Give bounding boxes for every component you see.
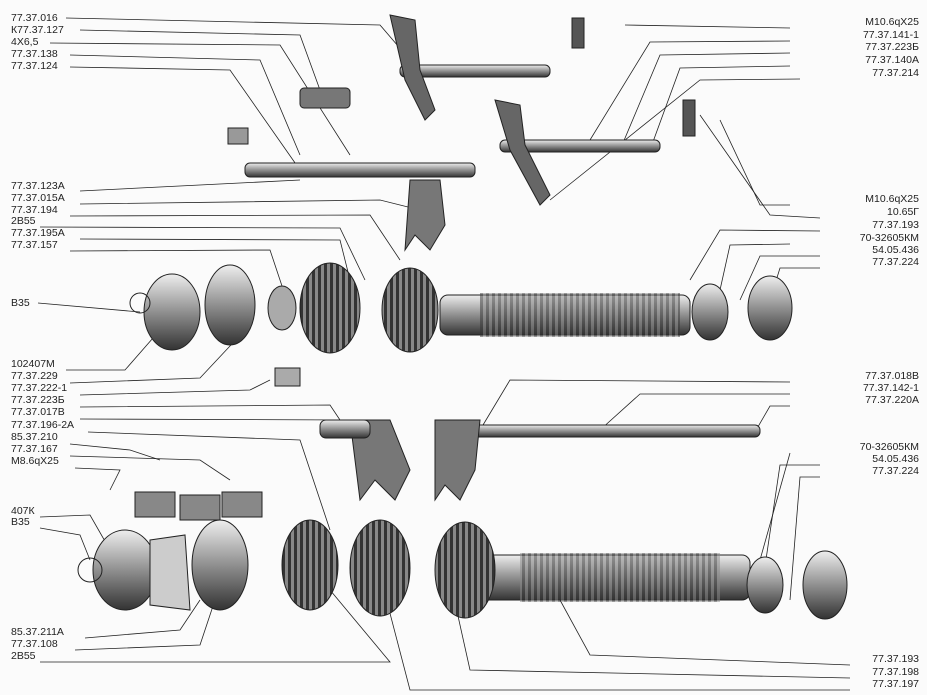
part-label: 407К [11, 505, 35, 517]
part-label: 77.37.142-1 [862, 382, 919, 394]
part-label: 77.37.018В [865, 370, 919, 382]
part-label: 77.37.198 [872, 666, 919, 678]
part-label: 77.37.157 [11, 239, 58, 251]
part-label: 77.37.196-2А [11, 419, 75, 431]
part-label: 85.37.210 [11, 431, 58, 443]
part-label: 2В55 [11, 215, 36, 227]
part-label: 77.37.224 [872, 465, 919, 477]
part-label: 10.65Г [887, 206, 919, 218]
part-label: 77.37.197 [872, 678, 919, 690]
part-label: К77.37.127 [11, 24, 64, 36]
part-label: В35 [11, 297, 30, 309]
lower-shaft-assembly [77, 519, 848, 620]
part-label: 77.37.214 [872, 67, 919, 79]
part-label: 77.37.194 [11, 204, 58, 216]
part-label: 77.37.195А [11, 227, 65, 239]
part-label: 77.37.223Б [11, 394, 65, 406]
part-label: 85.37.211А [11, 626, 64, 638]
part-label: 54.05.436 [872, 244, 919, 256]
part-label: 77.37.138 [11, 48, 58, 60]
shift-rod-lower [134, 367, 761, 521]
part-label: 77.37.016 [11, 12, 58, 24]
part-label: 77.37.108 [11, 638, 58, 650]
part-label: 77.37.123А [11, 180, 65, 192]
part-label: 102407М [11, 358, 55, 370]
part-label: 77.37.193 [872, 219, 919, 231]
part-label: 77.37.220А [865, 394, 919, 406]
part-label: 70-32605КМ [859, 232, 919, 244]
part-label: 77.37.223Б [865, 41, 919, 53]
part-label: 70-32605КМ [859, 441, 919, 453]
part-label: 4Х6,5 [11, 36, 39, 48]
part-label: 77.37.017В [11, 406, 65, 418]
part-label: M10.6qX25 [865, 16, 919, 28]
part-label: M10.6qX25 [865, 193, 919, 205]
part-label: В35 [11, 516, 30, 528]
part-label: 77.37.222-1 [11, 382, 68, 394]
upper-shaft-assembly [129, 262, 793, 354]
part-label: 77.37.140А [865, 54, 919, 66]
shift-rod-upper [227, 14, 696, 252]
part-label: 54.05.436 [872, 453, 919, 465]
part-label: М8.6qX25 [11, 455, 59, 467]
part-label: 77.37.229 [11, 370, 58, 382]
part-label: 77.37.167 [11, 443, 58, 455]
part-label: 77.37.141-1 [862, 29, 919, 41]
part-label: 77.37.015А [11, 192, 65, 204]
part-label: 2В55 [11, 650, 36, 662]
part-label: 77.37.193 [872, 653, 919, 665]
part-label: 77.37.224 [872, 256, 919, 268]
part-label: 77.37.124 [11, 60, 58, 72]
